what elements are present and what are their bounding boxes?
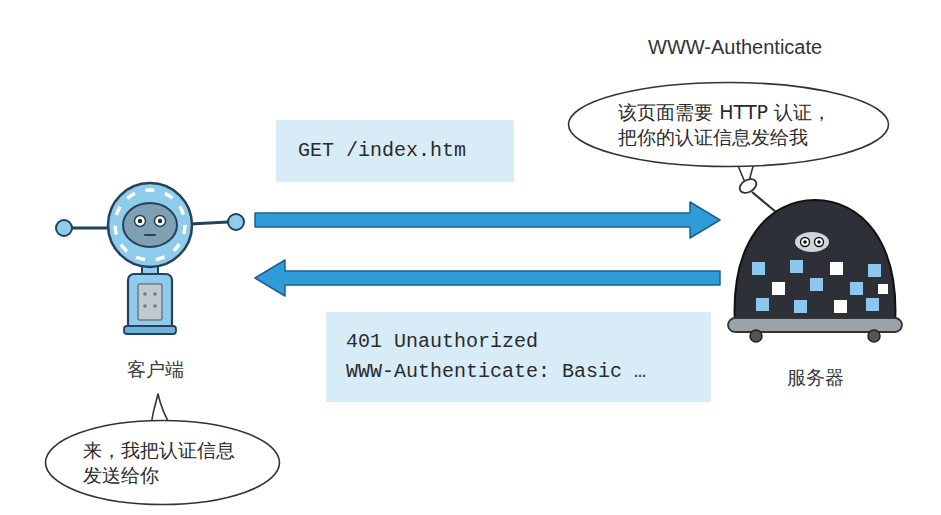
response-box: 401 UnauthorizedWWW-Authenticate: Basic … <box>326 312 711 402</box>
message-text: 401 Unauthorized <box>346 327 538 357</box>
speech-bubble: 该页面需要 HTTP 认证， 把你的认证信息发给我 <box>567 81 890 168</box>
client-node: 客户端 <box>55 160 255 385</box>
message-arrow <box>255 202 720 238</box>
bubble-tails <box>150 158 756 430</box>
bubble-text: 该页面需要 HTTP 认证， 把你的认证信息发给我 <box>618 100 838 149</box>
bubble-outline <box>567 81 890 168</box>
client-robot <box>56 183 244 334</box>
header-label: WWW-Authenticate <box>648 36 822 59</box>
bubble-text: 来，我把认证信息 发送给你 <box>83 438 243 487</box>
server-robot <box>728 176 902 342</box>
bubble-outline <box>44 419 281 506</box>
message-text: WWW-Authenticate: Basic … <box>346 357 646 387</box>
request-box: GET /index.htm <box>276 120 514 182</box>
speech-bubble: 来，我把认证信息 发送给你 <box>44 419 281 506</box>
node-label: 服务器 <box>787 365 844 393</box>
bubble-ellipse <box>569 83 889 167</box>
node-label: 客户端 <box>127 357 184 385</box>
bubble-ellipse <box>46 421 280 505</box>
message-text: GET /index.htm <box>298 136 466 166</box>
server-node: 服务器 <box>720 165 910 393</box>
message-arrow <box>255 260 720 296</box>
